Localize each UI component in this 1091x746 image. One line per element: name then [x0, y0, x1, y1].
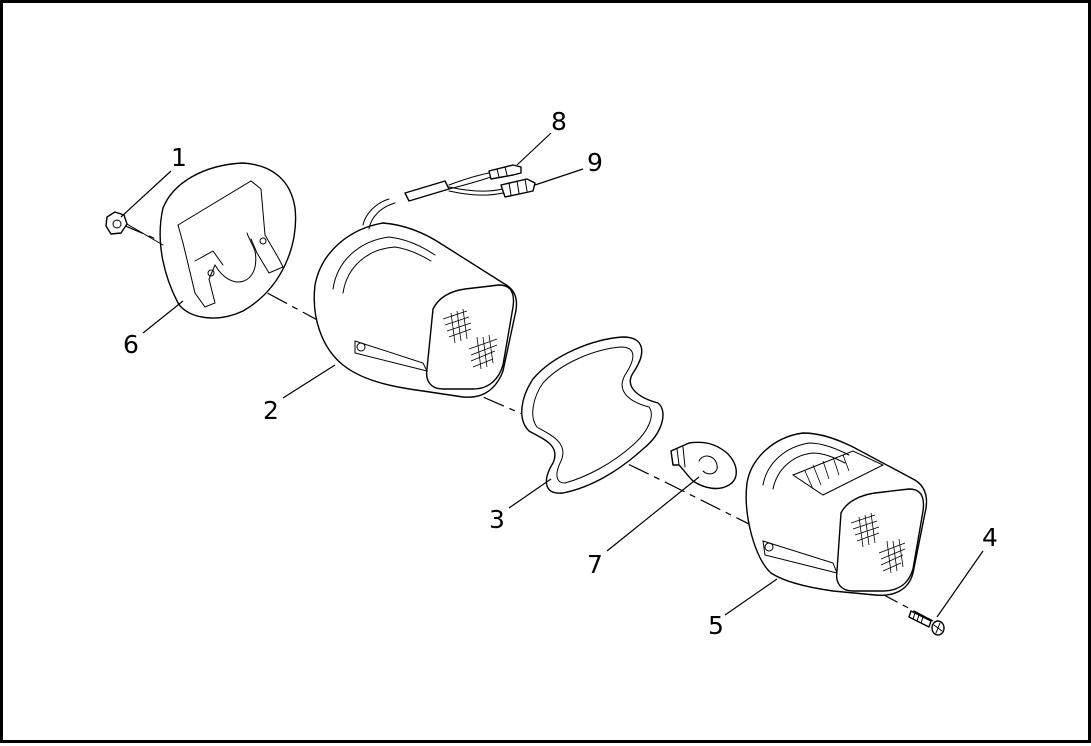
lens-gasket: [521, 336, 664, 494]
tail-lamp-lens: [745, 432, 928, 596]
tail-lamp-base: [313, 198, 518, 398]
callout-9: 9: [587, 148, 603, 177]
leader-3: [508, 478, 552, 509]
screw: [908, 610, 945, 636]
callout-1: 1: [171, 143, 187, 172]
callout-3: 3: [489, 505, 505, 534]
bullet-connector-8: [488, 164, 522, 180]
callout-8: 8: [551, 107, 567, 136]
leader-6: [142, 300, 184, 334]
hex-nut: [105, 211, 164, 246]
callout-labels: 1 2 3 4 5 6 7 8 9: [123, 107, 998, 640]
leader-4: [936, 550, 984, 618]
leader-5: [724, 578, 778, 616]
callout-6: 6: [123, 330, 139, 359]
callout-5: 5: [708, 611, 724, 640]
bulb: [670, 441, 737, 490]
leader-7: [606, 476, 700, 552]
leader-lines: [120, 132, 984, 618]
leader-2: [282, 364, 336, 399]
bullet-connector-9: [500, 178, 536, 198]
leader-8: [516, 132, 552, 166]
wire-harness: [404, 172, 504, 202]
mounting-bracket: [159, 162, 297, 319]
callout-2: 2: [263, 396, 279, 425]
exploded-parts-diagram: 1 2 3 4 5 6 7 8 9: [105, 107, 998, 640]
callout-7: 7: [587, 550, 603, 579]
leader-9: [534, 168, 584, 186]
assembly-axis-line: [122, 224, 934, 622]
callout-4: 4: [982, 523, 998, 552]
leader-1: [120, 170, 172, 218]
